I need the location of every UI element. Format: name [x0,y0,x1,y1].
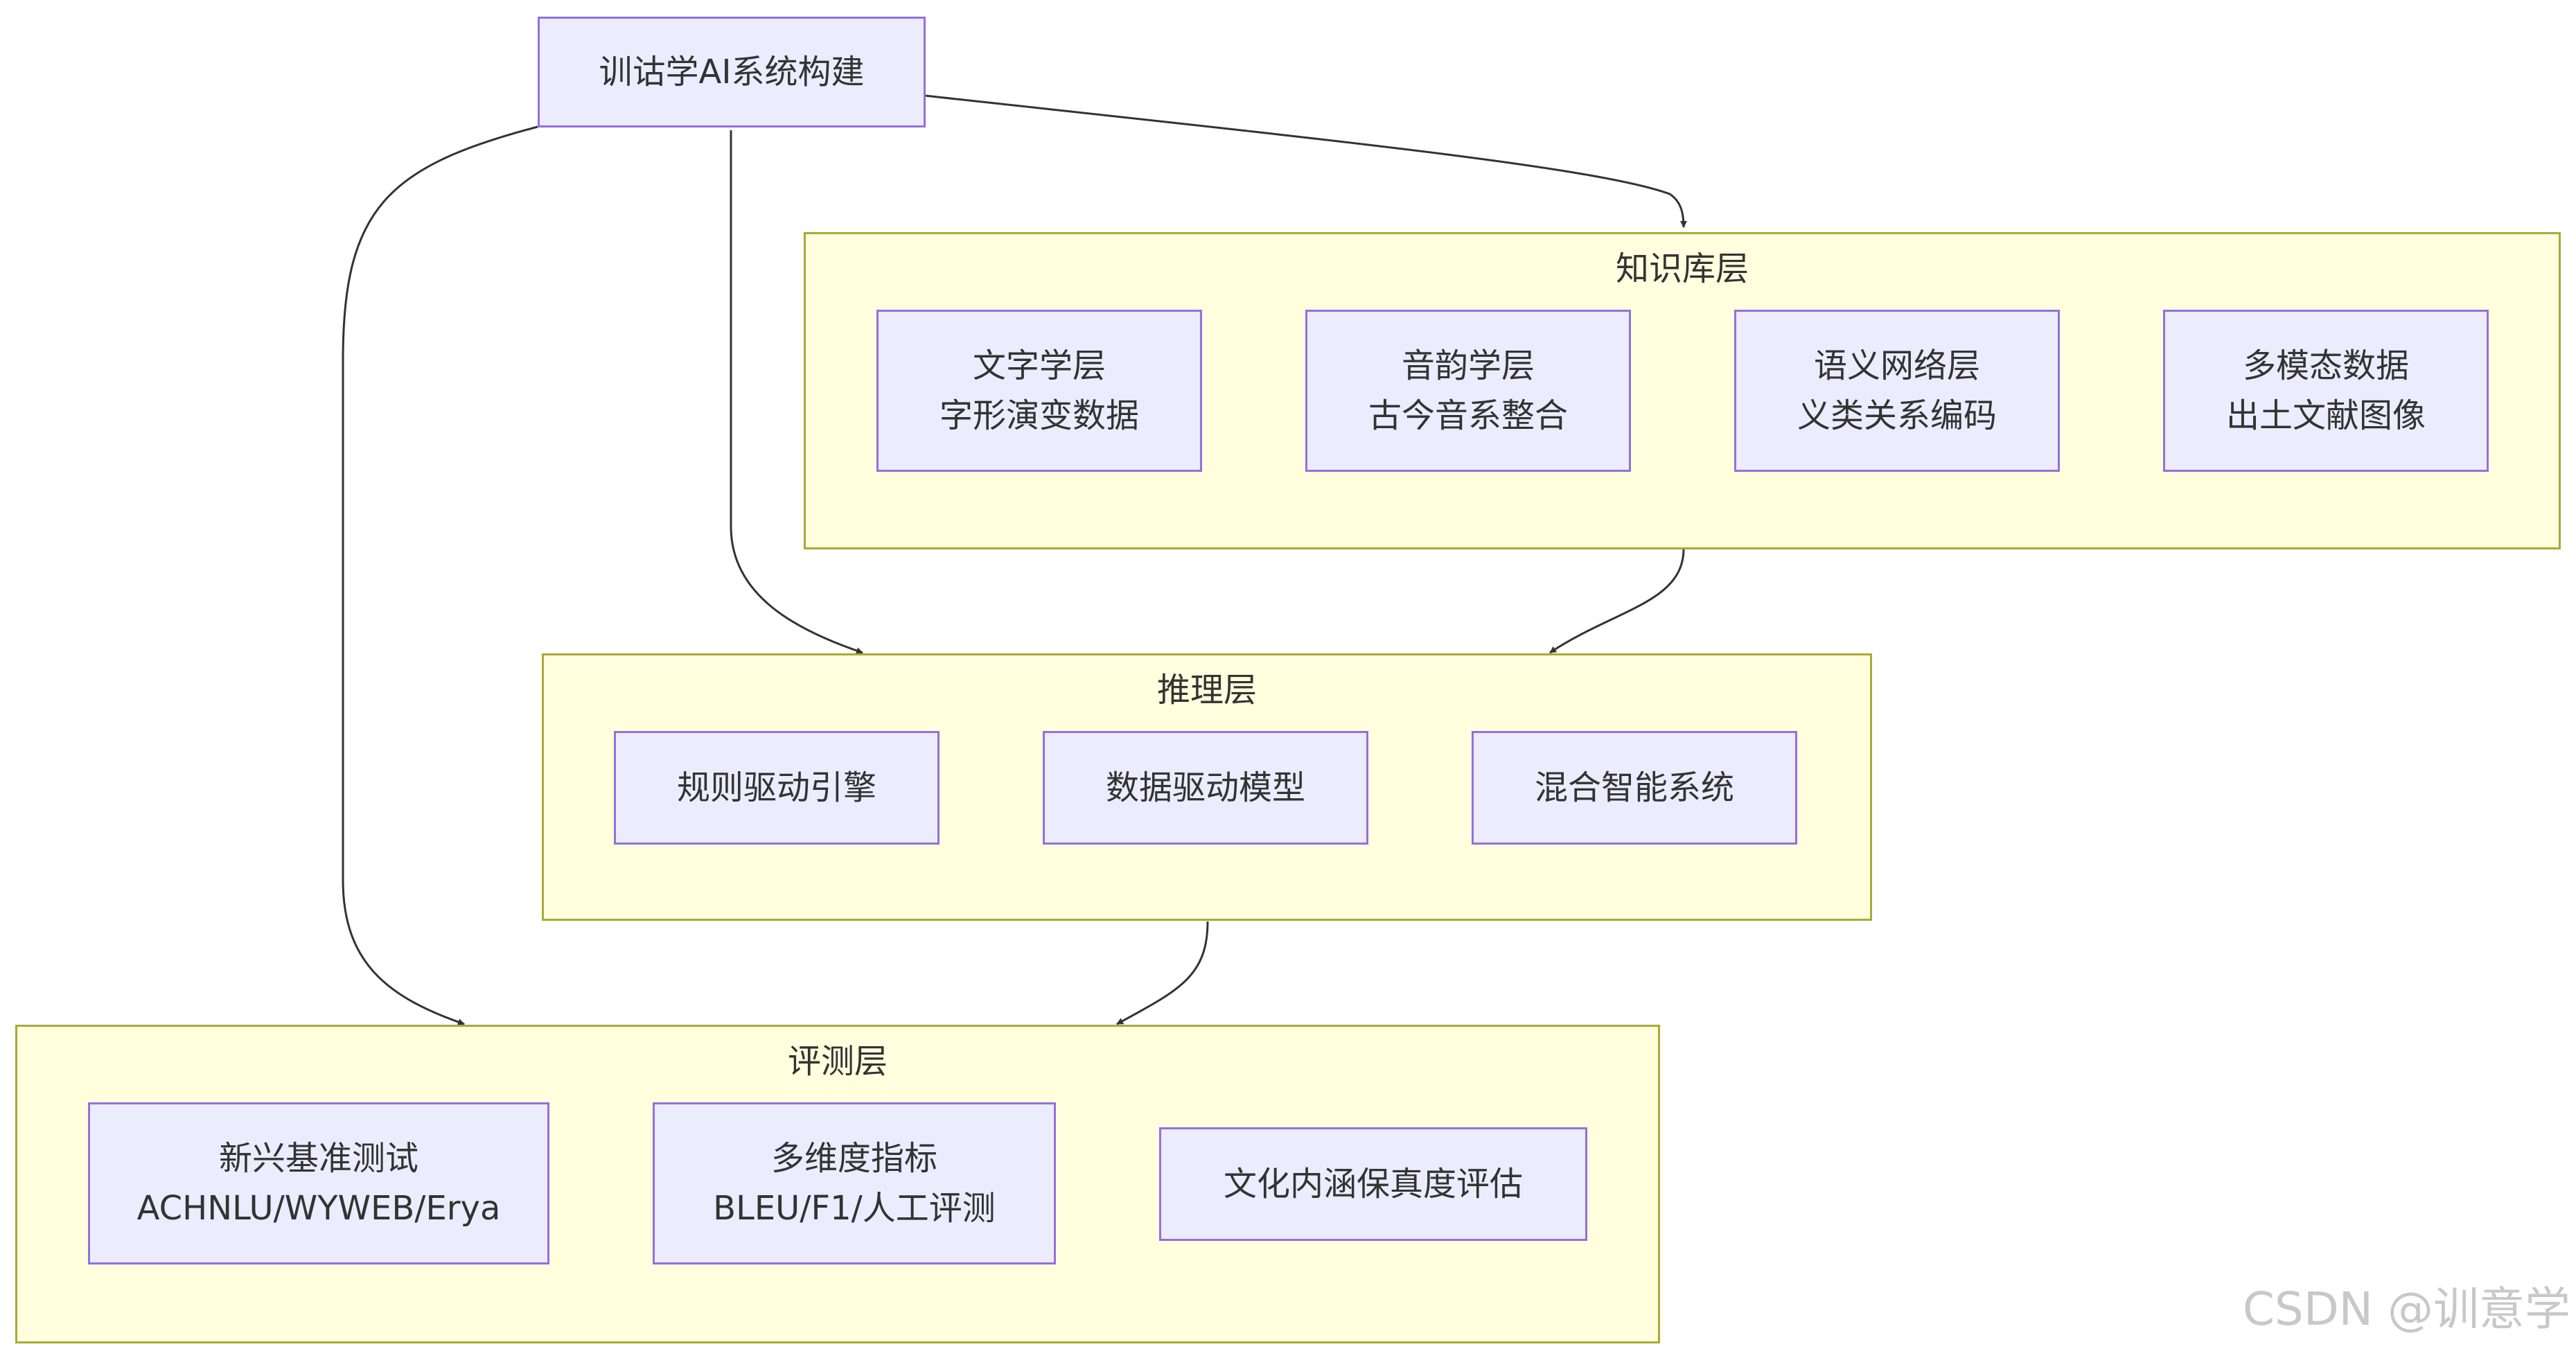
node-hybrid-intelligence-system-label: 混合智能系统 [1534,768,1734,807]
edge-knowledge-to-reasoning [1549,548,1685,654]
node-cultural-fidelity-evaluation-label: 文化内涵保真度评估 [1223,1165,1523,1203]
node-cultural-fidelity-evaluation[interactable]: 文化内涵保真度评估 [1159,1127,1587,1241]
node-writing-layer[interactable]: 文字学层 字形演变数据 [876,310,1202,472]
knowledge-layer-title: 知识库层 [1615,249,1749,288]
node-multidimensional-metrics[interactable]: 多维度指标 BLEU/F1/人工评测 [653,1102,1056,1264]
root-node-label: 训诂学AI系统构建 [599,53,865,91]
node-multimodal-data-line1: 多模态数据 [2242,346,2409,385]
edge-reasoning-to-evaluation [1116,921,1209,1025]
watermark: CSDN @训意学 [2242,1282,2570,1336]
node-emerging-benchmarks[interactable]: 新兴基准测试 ACHNLU/WYWEB/Erya [88,1102,549,1264]
root-node[interactable]: 训诂学AI系统构建 [538,17,926,127]
node-phonology-layer[interactable]: 音韵学层 古今音系整合 [1305,310,1631,472]
node-multidimensional-metrics-line1: 多维度指标 [770,1139,937,1178]
node-multimodal-data-line2: 出土文献图像 [2225,396,2426,435]
edge-root-to-reasoning [730,130,863,654]
node-rule-driven-engine-label: 规则驱动引擎 [676,768,876,807]
evaluation-layer-title: 评测层 [787,1042,888,1081]
node-rule-driven-engine[interactable]: 规则驱动引擎 [614,731,939,845]
node-semantic-network-layer-line1: 语义网络层 [1813,346,1980,385]
node-emerging-benchmarks-line2: ACHNLU/WYWEB/Erya [136,1189,501,1228]
node-data-driven-model-label: 数据驱动模型 [1105,768,1305,807]
node-semantic-network-layer-line2: 义类关系编码 [1797,396,1997,435]
node-data-driven-model[interactable]: 数据驱动模型 [1043,731,1368,845]
reasoning-layer-title: 推理层 [1156,671,1257,709]
node-emerging-benchmarks-line1: 新兴基准测试 [218,1139,418,1178]
node-phonology-layer-line2: 古今音系整合 [1368,396,1568,435]
edge-root-to-knowledge [924,94,1687,228]
node-multidimensional-metrics-line2: BLEU/F1/人工评测 [713,1189,996,1228]
edge-root-to-evaluation [342,125,538,1025]
node-writing-layer-line1: 文字学层 [972,346,1106,385]
node-hybrid-intelligence-system[interactable]: 混合智能系统 [1472,731,1797,845]
node-phonology-layer-line1: 音韵学层 [1401,346,1535,385]
node-semantic-network-layer[interactable]: 语义网络层 义类关系编码 [1734,310,2060,472]
node-multimodal-data[interactable]: 多模态数据 出土文献图像 [2163,310,2489,472]
node-writing-layer-line2: 字形演变数据 [939,396,1139,435]
